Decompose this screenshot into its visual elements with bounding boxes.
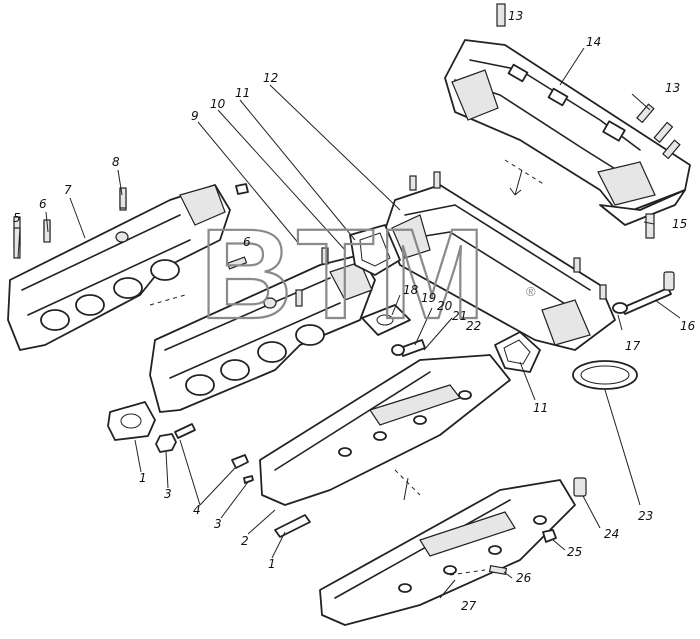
callout-13: 13 bbox=[508, 9, 523, 23]
callout-12: 12 bbox=[263, 71, 278, 85]
callout-24: 24 bbox=[604, 527, 619, 541]
assembly-guide-lines bbox=[149, 159, 546, 576]
callout-6: 6 bbox=[39, 197, 47, 211]
nut-part-9 bbox=[235, 183, 249, 195]
stud-part-8 bbox=[119, 187, 127, 209]
manifold-part-14 bbox=[444, 39, 691, 226]
bolt-part-22 bbox=[391, 339, 426, 357]
callout-6: 6 bbox=[243, 235, 251, 249]
nut-part-3 bbox=[155, 433, 177, 453]
manifold-part-2 bbox=[259, 354, 511, 506]
callout-25: 25 bbox=[567, 545, 582, 559]
callout-15: 15 bbox=[672, 217, 687, 231]
callout-22: 22 bbox=[466, 319, 481, 333]
leader-lines bbox=[17, 47, 681, 599]
callout-3: 3 bbox=[164, 487, 172, 501]
stud-part-15 bbox=[645, 213, 655, 239]
callout-19: 19 bbox=[421, 291, 436, 305]
callout-21: 21 bbox=[452, 309, 467, 323]
gasket-part-18 bbox=[361, 304, 411, 336]
callout-8: 8 bbox=[112, 155, 120, 169]
callout-18: 18 bbox=[403, 283, 419, 297]
callout-27: 27 bbox=[461, 599, 477, 613]
washer-part-17 bbox=[612, 302, 628, 314]
callout-5: 5 bbox=[13, 211, 21, 225]
callout-4: 4 bbox=[193, 503, 201, 517]
plug-part-24 bbox=[573, 477, 587, 497]
watermark-registered-mark: ® bbox=[526, 284, 536, 299]
callout-13: 13 bbox=[665, 81, 680, 95]
callout-1: 1 bbox=[139, 471, 147, 485]
callout-9: 9 bbox=[191, 109, 199, 123]
callout-3: 3 bbox=[214, 517, 222, 531]
callout-labels: 1 1 2 3 3 4 5 6 6 7 8 9 10 11 11 12 13 1… bbox=[13, 9, 696, 613]
gasket-part-11-right bbox=[494, 331, 541, 373]
callout-1: 1 bbox=[268, 557, 276, 571]
watermark-text: BTM bbox=[200, 203, 489, 346]
callout-16: 16 bbox=[680, 319, 696, 333]
callout-26: 26 bbox=[516, 571, 532, 585]
gasket-part-11-left bbox=[349, 224, 401, 276]
callout-14: 14 bbox=[586, 35, 601, 49]
callout-10: 10 bbox=[210, 97, 226, 111]
callout-2: 2 bbox=[241, 534, 249, 548]
callout-11: 11 bbox=[533, 401, 548, 415]
stud-part-5 bbox=[13, 227, 21, 259]
gasket-part-1b bbox=[274, 514, 311, 538]
callout-17: 17 bbox=[625, 339, 641, 353]
gasket-part-23 bbox=[572, 360, 638, 390]
callout-11: 11 bbox=[235, 86, 250, 100]
nut-part-25 bbox=[542, 529, 557, 543]
stud-part-13 bbox=[496, 3, 681, 160]
stud-part-26 bbox=[488, 564, 508, 576]
watermark: BTM ® bbox=[199, 202, 536, 347]
callout-7: 7 bbox=[64, 183, 72, 197]
callout-20: 20 bbox=[437, 299, 453, 313]
manifold-part-27 bbox=[319, 479, 576, 626]
gasket-part-1 bbox=[107, 401, 156, 441]
bolt-part-4 bbox=[174, 423, 254, 484]
manifold-part-7 bbox=[7, 184, 231, 351]
callout-23: 23 bbox=[638, 509, 653, 523]
manifold-part-7b bbox=[149, 247, 376, 413]
